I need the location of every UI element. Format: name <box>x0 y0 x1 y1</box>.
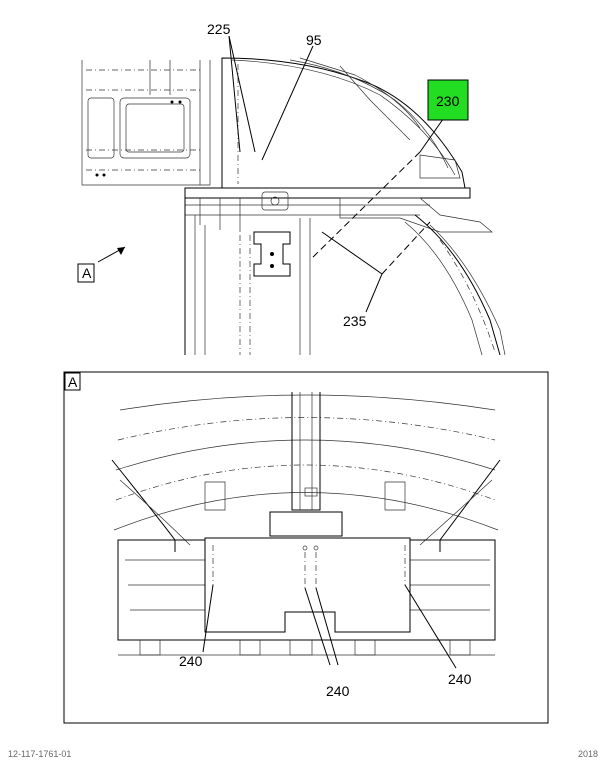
door-frame <box>404 214 506 356</box>
top-view <box>81 35 506 356</box>
footer-left: 12-117-1761-01 <box>8 749 71 759</box>
callout-230: 230 <box>436 93 460 109</box>
roof-fairing <box>221 57 466 189</box>
view-a-arrow-label-box <box>77 263 95 283</box>
cab-back-wall <box>81 60 211 186</box>
view-a-border <box>63 371 549 724</box>
footer-right: 2018 <box>578 749 598 759</box>
callout-95: 95 <box>306 32 322 48</box>
callout-240-center: 240 <box>326 683 350 699</box>
panel-240 <box>204 537 411 633</box>
bracket <box>253 231 291 277</box>
cab-side-wall <box>184 198 311 355</box>
callout-240-left: 240 <box>179 653 203 669</box>
detail-view-a <box>111 392 501 669</box>
callout-230-highlight <box>427 79 469 121</box>
view-a-arrow-label: A <box>82 265 92 281</box>
view-a-label: A <box>68 374 78 390</box>
roof-rail <box>184 187 493 233</box>
view-a-label-box <box>64 372 81 391</box>
callout-235: 235 <box>343 313 367 329</box>
callout-225: 225 <box>207 21 231 37</box>
callout-240-right: 240 <box>448 671 472 687</box>
